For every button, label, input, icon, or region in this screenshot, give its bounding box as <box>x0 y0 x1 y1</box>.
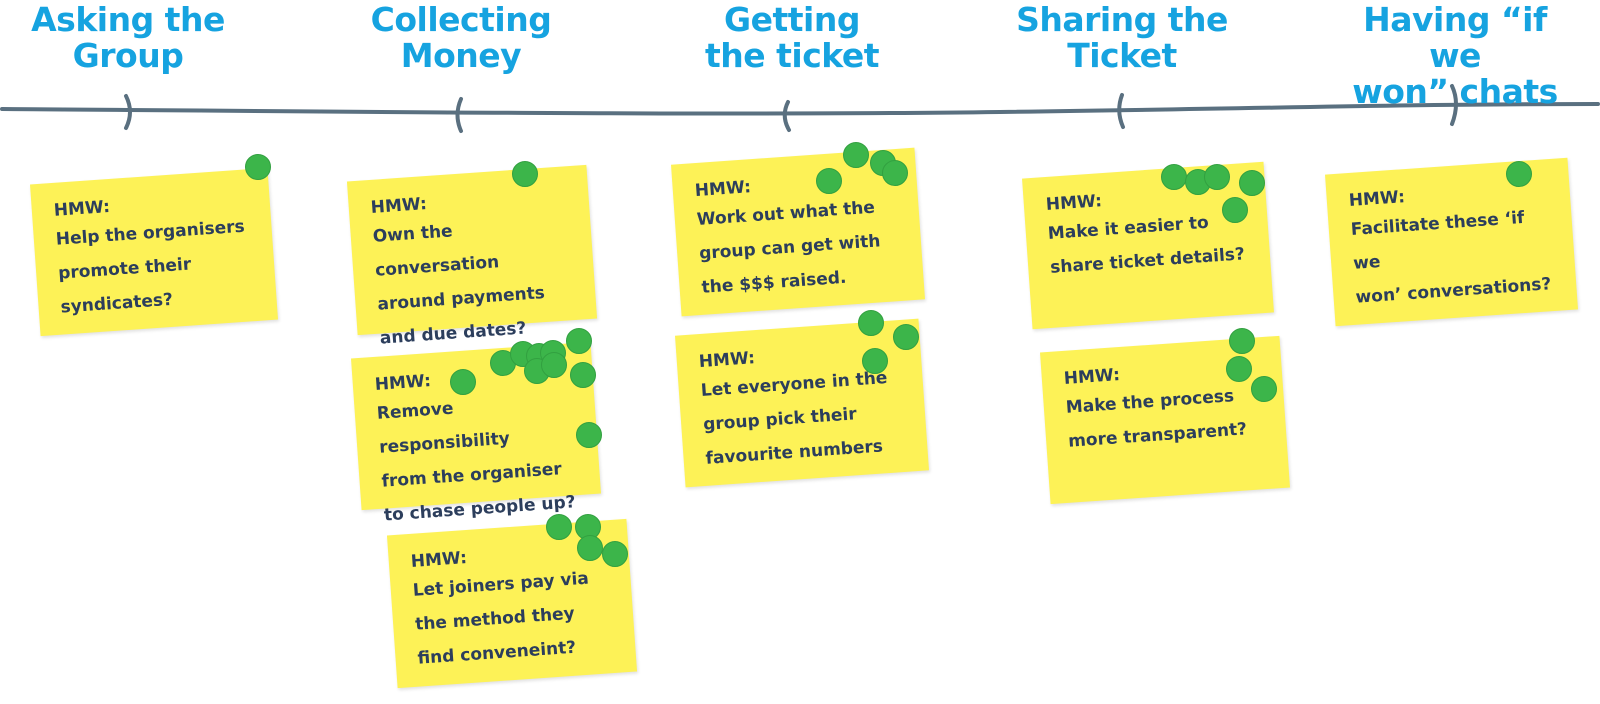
vote-dot <box>1506 161 1532 187</box>
vote-dot <box>858 310 884 336</box>
stage-title-asking-the-group: Asking the Group <box>31 0 225 75</box>
vote-dot <box>245 154 271 180</box>
vote-dot <box>1161 164 1187 190</box>
vote-dot <box>566 328 592 354</box>
vote-dot <box>893 324 919 350</box>
vote-dot <box>1222 197 1248 223</box>
stage-title-having-if-we-won-chats: Having “if we won” chats <box>1352 0 1558 111</box>
vote-dot <box>570 362 596 388</box>
vote-dot <box>450 369 476 395</box>
timeline-tick-3 <box>782 100 791 132</box>
vote-dot <box>577 535 603 561</box>
vote-dot <box>512 161 538 187</box>
note-text: Facilitate these ‘if we won’ conversatio… <box>1350 207 1552 308</box>
note-text: Let joiners pay via the method they find… <box>412 568 590 669</box>
sticky-note-if-we-won-conversations[interactable]: HMW: Facilitate these ‘if we won’ conver… <box>1324 157 1579 327</box>
timeline-tick-4 <box>1117 93 1125 129</box>
vote-dot <box>1239 170 1265 196</box>
timeline-tick-2 <box>455 97 463 133</box>
stage-title-getting-the-ticket: Getting the ticket <box>704 0 880 75</box>
timeline-tick-5 <box>1450 84 1458 126</box>
vote-dot <box>1204 164 1230 190</box>
vote-dot <box>843 142 869 168</box>
vote-dot <box>816 168 842 194</box>
vote-dot <box>1251 376 1277 402</box>
sticky-note-promote-syndicates[interactable]: HMW: Help the organisers promote their s… <box>29 167 279 337</box>
note-text: Help the organisers promote their syndic… <box>55 216 246 318</box>
vote-dot <box>602 541 628 567</box>
vote-dot <box>1229 328 1255 354</box>
timeline-axis <box>0 102 1600 116</box>
note-text: Own the conversation around payments and… <box>372 221 546 349</box>
vote-dot <box>541 352 567 378</box>
vote-dot <box>546 514 572 540</box>
vote-dot <box>576 422 602 448</box>
note-text: Let everyone in the group pick their fav… <box>700 368 889 469</box>
sticky-note-payments-conversation[interactable]: HMW: Own the conversation around payment… <box>346 164 598 349</box>
vote-dot <box>1226 356 1252 382</box>
stage-title-collecting-money: Collecting Money <box>370 0 552 75</box>
vote-dot <box>882 160 908 186</box>
stage-title-sharing-the-ticket: Sharing the Ticket <box>1016 0 1228 75</box>
sticky-note-share-ticket-details[interactable]: HMW: Make it easier to share ticket deta… <box>1022 161 1274 330</box>
sticky-note-process-transparent[interactable]: HMW: Make the process more transparent? <box>1039 335 1291 505</box>
vote-dot <box>862 348 888 374</box>
note-text: Remove responsibility from the organiser… <box>376 398 577 526</box>
sticky-note-pick-numbers[interactable]: HMW: Let everyone in the group pick thei… <box>674 318 930 488</box>
timeline-tick-1 <box>124 94 132 130</box>
note-text: Make the process more transparent? <box>1065 386 1248 452</box>
note-text: Work out what the group can get with the… <box>696 197 882 298</box>
